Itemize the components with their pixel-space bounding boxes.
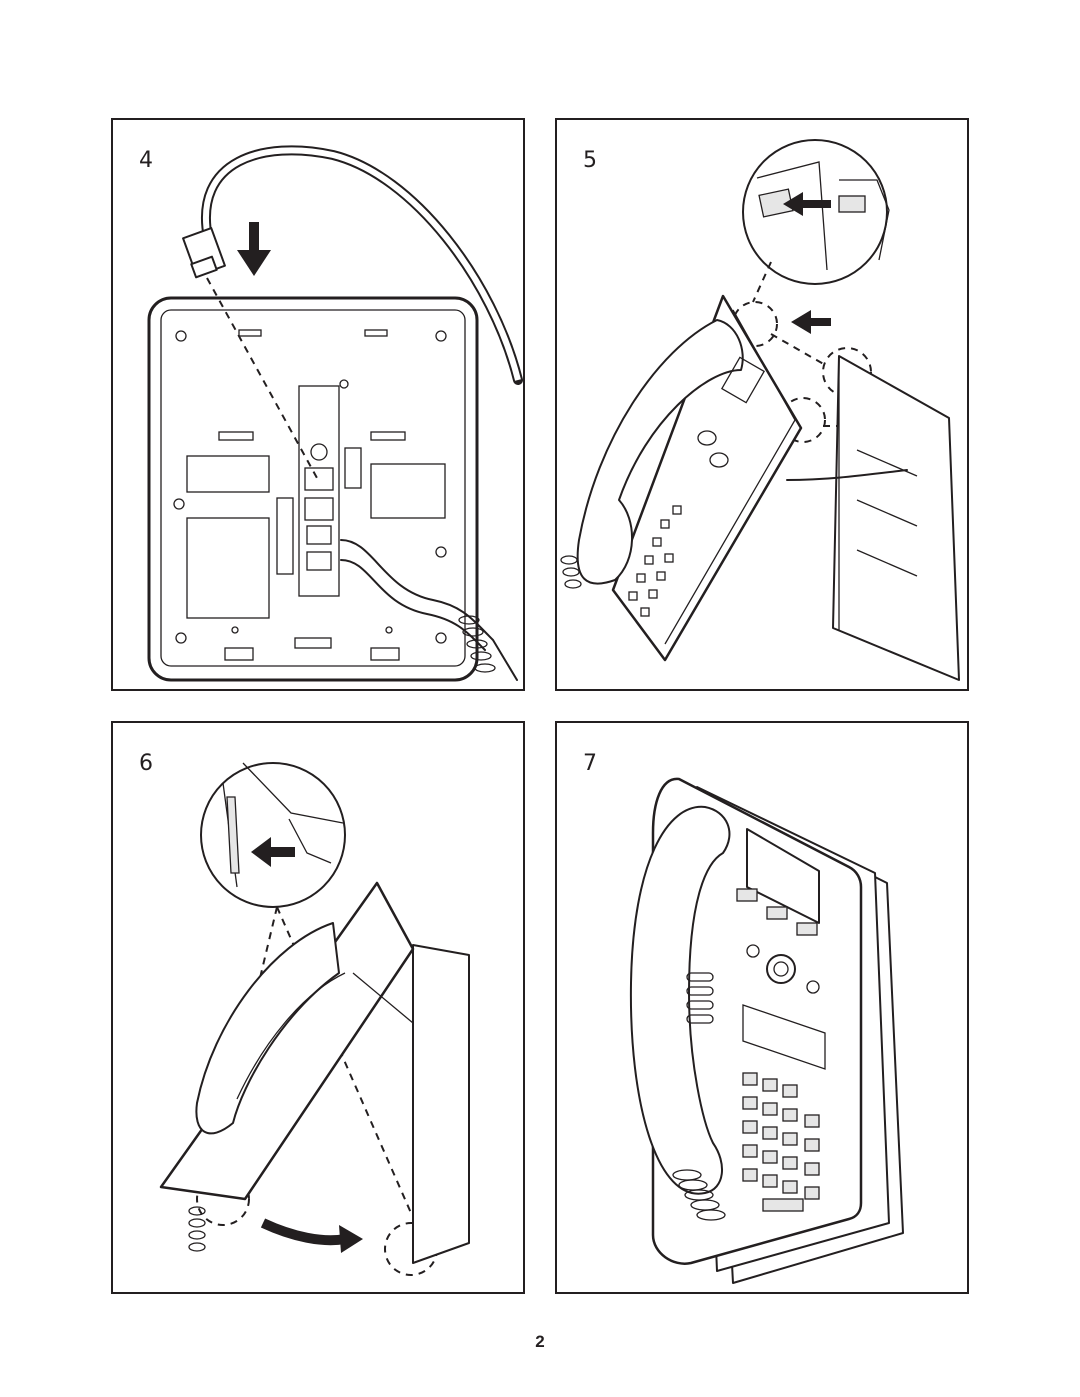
step-number: 5 [583, 148, 597, 173]
arrow-left-icon [783, 192, 831, 216]
arrow-left-icon [251, 837, 295, 867]
arrow-down-icon [237, 222, 271, 276]
step-4-illustration [147, 145, 523, 682]
curved-arrow-icon [260, 1218, 363, 1253]
step-6-panel: 6 [111, 721, 525, 1294]
page-number: 2 [535, 1332, 545, 1351]
step-5-illustration [560, 139, 960, 681]
step-7-panel: 7 [555, 721, 969, 1294]
step-number: 6 [139, 751, 153, 776]
step-number: 7 [583, 751, 597, 776]
step-4-panel: 4 [111, 118, 525, 691]
step-7-illustration [629, 777, 904, 1284]
cable-plug-icon [182, 227, 226, 279]
step-number: 4 [139, 148, 153, 173]
step-6-illustration [159, 762, 470, 1276]
arrow-left-icon [791, 310, 831, 334]
step-5-panel: 5 [555, 118, 969, 691]
